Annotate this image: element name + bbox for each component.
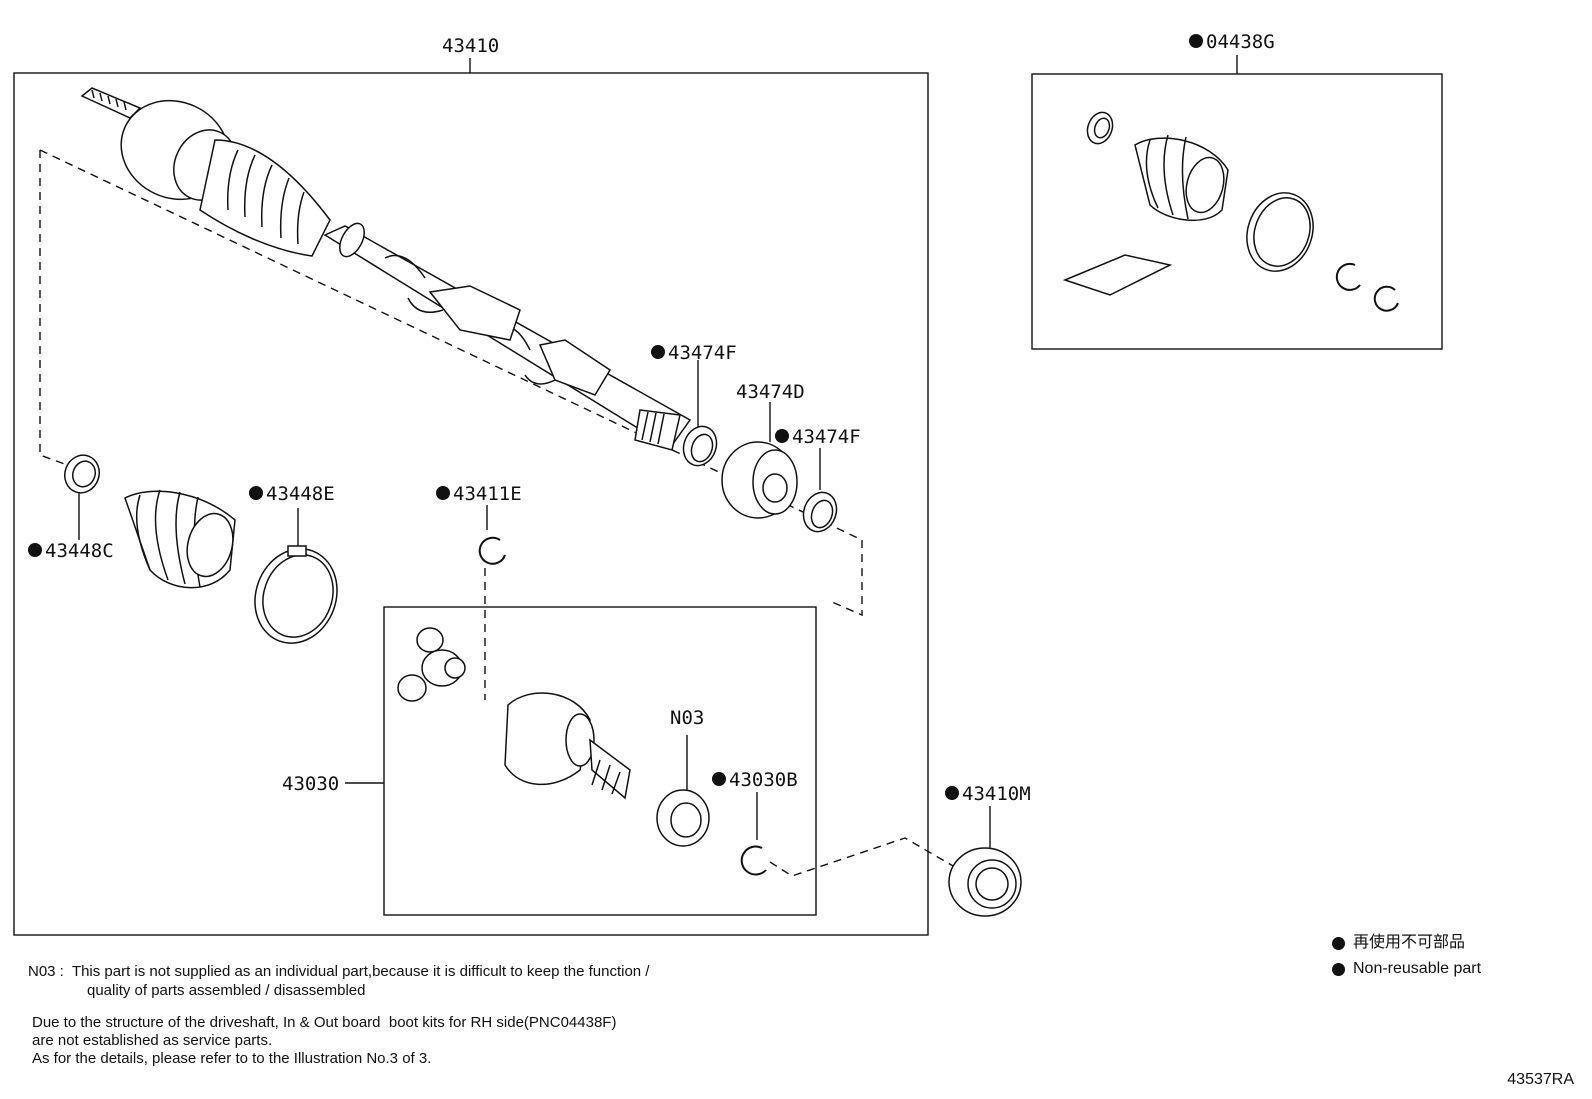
label-43474f-right: 43474F [792, 426, 861, 448]
label-43410m: 43410M [962, 783, 1031, 805]
clamp-43448c [64, 454, 100, 494]
note-structure-line3: As for the details, please refer to to t… [32, 1050, 432, 1067]
label-04438g: 04438G [1206, 31, 1275, 53]
note-n03-line1: N03 : This part is not supplied as an in… [28, 963, 650, 980]
oil-seal-n03 [656, 789, 710, 847]
boot-kit-frame [1031, 73, 1443, 350]
snap-ring-43411e [478, 536, 506, 565]
driveshaft-assembly [80, 87, 692, 451]
assembly-frame-43410 [13, 72, 929, 936]
inboard-joint-frame [383, 606, 817, 916]
boot-kit-contents [1062, 111, 1399, 312]
legend-row-en: Non-reusable part [1332, 956, 1481, 982]
label-43411e: 43411E [453, 483, 522, 505]
label-43474d: 43474D [736, 381, 805, 403]
legend-row-jp: 再使用不可部品 [1332, 930, 1481, 956]
clamp-43474f-right [802, 491, 838, 533]
snap-ring-43030b [740, 845, 767, 876]
note-structure-line2: are not established as service parts. [32, 1032, 273, 1049]
illustration-id: 43537RA [1507, 1071, 1574, 1088]
bearing-43410m [948, 847, 1022, 917]
label-43410: 43410 [442, 35, 499, 57]
label-43448c: 43448C [45, 540, 114, 562]
tripod-spider [397, 627, 466, 702]
clamp-43448e [254, 545, 338, 644]
inboard-joint-housing [504, 692, 631, 800]
non-reusable-markers [28, 34, 1203, 800]
dashed-guides [39, 149, 961, 877]
legend: 再使用不可部品 Non-reusable part [1332, 930, 1481, 982]
note-structure-line1: Due to the structure of the driveshaft, … [32, 1014, 617, 1031]
label-43474f-top: 43474F [668, 342, 737, 364]
label-43030: 43030 [282, 773, 339, 795]
label-43448e: 43448E [266, 483, 335, 505]
legend-jp: 再使用不可部品 [1353, 934, 1466, 951]
label-43030b: 43030B [729, 769, 798, 791]
bullet-icon [1332, 936, 1345, 950]
bullet-icon [1332, 962, 1345, 976]
note-n03-line2: quality of parts assembled / disassemble… [87, 982, 366, 999]
clamp-43474f-top [682, 425, 718, 467]
boot-part [124, 489, 236, 589]
label-n03: N03 [670, 707, 704, 729]
legend-en: Non-reusable part [1353, 960, 1482, 977]
damper-43474d [721, 441, 798, 519]
